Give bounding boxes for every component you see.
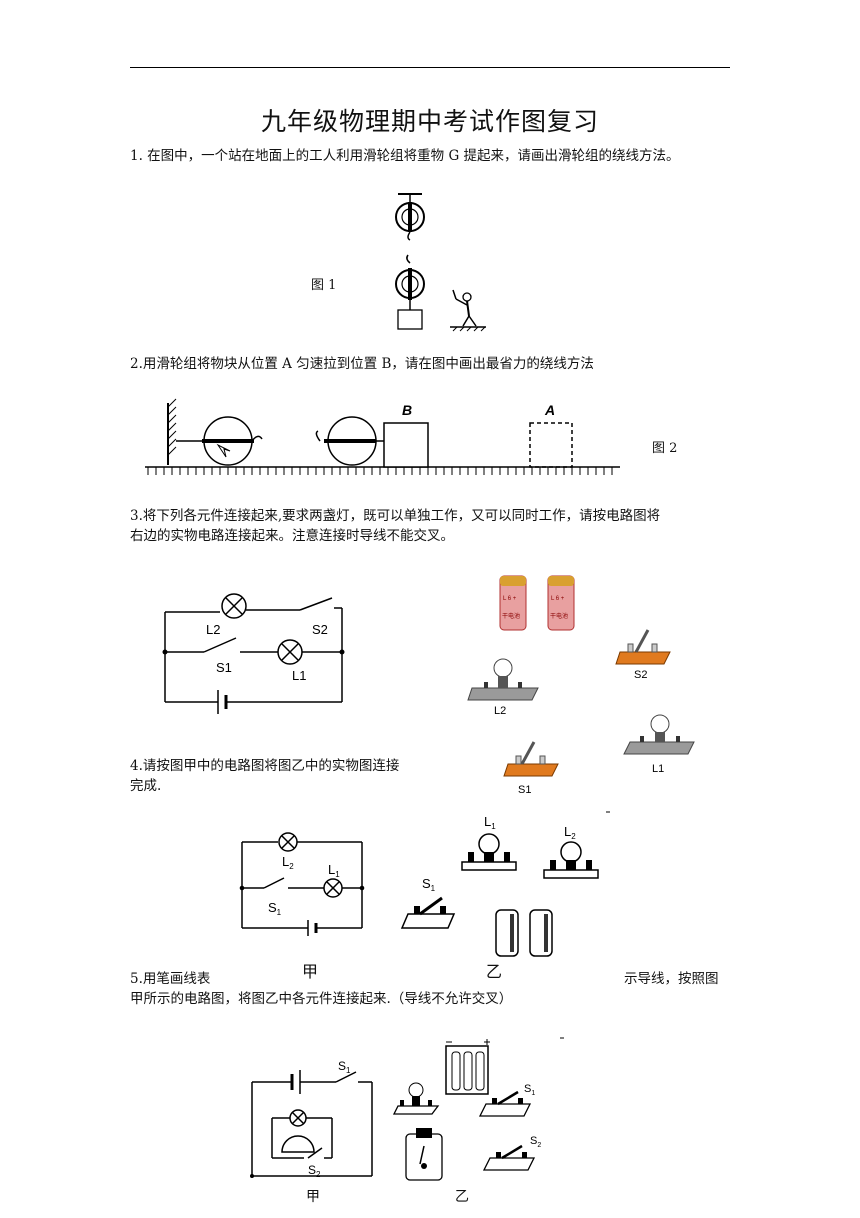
switch-icon bbox=[478, 1090, 532, 1117]
svg-text:S2: S2 bbox=[530, 1135, 541, 1149]
part5-s1-label: S bbox=[524, 1083, 531, 1095]
lamp-icon bbox=[467, 658, 539, 701]
circuit3-l1-label: L1 bbox=[292, 668, 306, 683]
question-4-text-line2: 完成. bbox=[130, 778, 162, 794]
part-l2-label: L2 bbox=[494, 705, 506, 717]
svg-text:S1: S1 bbox=[422, 876, 436, 893]
circuit3-s2-label: S2 bbox=[312, 622, 328, 637]
svg-text:L 6 +: L 6 + bbox=[551, 596, 565, 602]
circuit4-s1-label: S bbox=[268, 900, 277, 915]
lamp-icon bbox=[543, 841, 599, 879]
position-b-label: B bbox=[402, 402, 412, 418]
circuit4-l1-label: L bbox=[328, 862, 335, 877]
header-rule bbox=[130, 67, 730, 68]
figure-2-label: 图 2 bbox=[652, 441, 678, 456]
question-5-text-end: 示导线，按照图 bbox=[624, 971, 719, 987]
part5-s2-label: S bbox=[530, 1135, 537, 1147]
svg-text:L2: L2 bbox=[564, 824, 576, 841]
part-s2-label: S2 bbox=[634, 669, 647, 681]
svg-text:干电池: 干电池 bbox=[550, 612, 568, 620]
question-2-text: 2.用滑轮组将物块从位置 A 匀速拉到位置 B，请在图中画出最省力的绕线方法 bbox=[130, 356, 594, 372]
circuit-diagram-4: L2 L1 S1 bbox=[239, 832, 365, 936]
question-4-text-line1: 4.请按图甲中的电路图将图乙中的实物图连接 bbox=[130, 758, 400, 774]
question-1-text: 1. 在图中，一个站在地面上的工人利用滑轮组将重物 G 提起来，请画出滑轮组的绕… bbox=[130, 148, 680, 164]
figure-1-label: 图 1 bbox=[311, 278, 337, 293]
svg-text:L2: L2 bbox=[282, 854, 294, 871]
circuit-diagram-3: L2 S2 S1 L1 bbox=[162, 593, 345, 714]
question-3-text-line2: 右边的实物电路连接起来。注意连接时导线不能交叉。 bbox=[130, 528, 454, 544]
switch-icon bbox=[482, 1144, 536, 1171]
circuit4-l2-label: L bbox=[282, 854, 289, 869]
circuit5-s2-label: S bbox=[308, 1163, 316, 1177]
pulley-figure-2: B A bbox=[145, 398, 620, 475]
caption-yi-5: 乙 bbox=[455, 1189, 469, 1205]
position-a-label: A bbox=[544, 402, 555, 418]
switch-icon bbox=[503, 741, 559, 777]
part-s1-label: S1 bbox=[518, 784, 531, 796]
question-5-text-start: 5.用笔画线表 bbox=[130, 971, 211, 987]
battery-icon: L 6 + 干电池 bbox=[499, 575, 527, 631]
lamp-icon bbox=[461, 833, 517, 871]
svg-text:干电池: 干电池 bbox=[502, 612, 520, 620]
physical-parts-4: L1 L2 S1 bbox=[400, 811, 610, 957]
question-5-text-line2: 甲所示的电路图，将图乙中各元件连接起来.（导线不允许交叉） bbox=[130, 991, 513, 1007]
svg-text:L 6 +: L 6 + bbox=[503, 596, 517, 602]
svg-text:S2: S2 bbox=[308, 1163, 321, 1179]
page-title: 九年级物理期中考试作图复习 bbox=[260, 107, 599, 136]
physical-parts-5: S1 S2 bbox=[392, 1037, 564, 1181]
battery-icon bbox=[495, 909, 553, 957]
battery-icon: L 6 + 干电池 bbox=[547, 575, 575, 631]
switch-icon bbox=[400, 896, 456, 929]
part4-l2-label: L bbox=[564, 824, 571, 839]
circuit3-s1-label: S1 bbox=[216, 660, 232, 675]
svg-text:L1: L1 bbox=[328, 862, 340, 879]
battery-pack-icon bbox=[445, 1039, 490, 1095]
lamp-icon bbox=[623, 714, 695, 755]
svg-text:S1: S1 bbox=[524, 1083, 535, 1097]
pulley-figure-1 bbox=[395, 193, 486, 332]
question-3-text-line1: 3.将下列各元件连接起来,要求两盏灯，既可以单独工作，又可以同时工作，请按电路图… bbox=[130, 508, 661, 524]
svg-text:S1: S1 bbox=[338, 1059, 351, 1075]
part4-s1-label: S bbox=[422, 876, 431, 891]
switch-icon bbox=[615, 629, 671, 665]
caption-jia-4: 甲 bbox=[302, 962, 319, 981]
part4-l1-label: L bbox=[484, 814, 491, 829]
circuit5-s1-label: S bbox=[338, 1059, 346, 1073]
caption-yi-4: 乙 bbox=[486, 962, 503, 981]
caption-jia-5: 甲 bbox=[306, 1189, 320, 1205]
circuit-diagram-5: S1 S2 bbox=[250, 1059, 373, 1179]
svg-text:L1: L1 bbox=[484, 814, 496, 831]
svg-text:S1: S1 bbox=[268, 900, 282, 917]
part-l1-label: L1 bbox=[652, 763, 664, 775]
bell-icon bbox=[405, 1128, 443, 1181]
lamp-icon bbox=[392, 1082, 440, 1115]
circuit3-l2-label: L2 bbox=[206, 622, 220, 637]
physical-parts-3: L 6 + 干电池 L 6 + 干电池 S2 L2 L1 S1 bbox=[467, 575, 695, 796]
